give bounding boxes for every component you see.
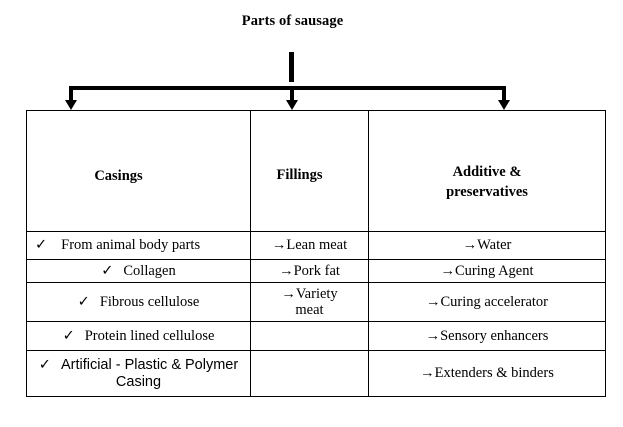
table-row: ✓Collagen →Pork fat →Curing Agent (26, 259, 606, 283)
cell-casings-4-text: Protein lined cellulose (84, 327, 215, 344)
cell-fillings-1: →Lean meat (250, 231, 369, 260)
cell-casings-5-line1: Artificial - Plastic & Polymer (60, 357, 239, 374)
page-title-text: Parts of sausage (241, 13, 344, 29)
check-icon: ✓ (35, 237, 48, 254)
cell-fillings-3: →Variety meat (250, 282, 369, 322)
parts-table: Casings Fillings Additive & preservative… (26, 110, 606, 397)
column-header-casings-label: Casings (94, 167, 143, 184)
cell-additive-5-text: Extenders & binders (434, 365, 554, 382)
check-icon: ✓ (62, 327, 75, 344)
column-header-fillings: Fillings (250, 110, 369, 232)
column-header-additive-line1: Additive & (452, 164, 522, 181)
page-title: Parts of sausage (0, 13, 623, 30)
cell-fillings-4 (250, 321, 369, 351)
table-row: ✓ Protein lined cellulose →Sensory enhanc… (26, 321, 606, 351)
cell-casings-4: ✓ Protein lined cellulose (26, 321, 251, 351)
table-row: ✓ Artificial - Plastic & Polymer Casing →… (26, 350, 606, 397)
arrow-icon: → (281, 285, 296, 302)
arrow-icon: → (425, 327, 441, 344)
cell-additive-2-text: Curing Agent (454, 262, 534, 279)
cell-casings-2-text: Collagen (123, 262, 176, 279)
cell-casings-1-text: From animal body parts (61, 237, 201, 254)
arrow-icon: → (440, 262, 455, 279)
cell-casings-5-line2: Casing (115, 373, 162, 390)
connector-drop-fillings (290, 86, 294, 102)
cell-fillings-2-text: Pork fat (293, 262, 340, 279)
cell-casings-1: ✓ From animal body parts (26, 231, 251, 260)
cell-fillings-3-line2: meat (295, 302, 324, 318)
cell-additive-1: →Water (368, 231, 606, 260)
arrow-icon: → (462, 237, 478, 254)
down-arrow-icon-additive (498, 100, 510, 110)
cell-additive-1-text: Water (477, 237, 512, 254)
check-icon: ✓ (101, 262, 114, 279)
table-row: ✓From animal body parts →Lean meat →Wate… (26, 231, 606, 260)
column-header-additive-label: Additive & preservatives (373, 139, 601, 202)
cell-casings-3-text: Fibrous cellulose (99, 293, 200, 310)
down-arrow-icon-casings (65, 100, 77, 110)
cell-additive-4: →Sensory enhancers (368, 321, 606, 351)
check-icon: ✓ (77, 293, 90, 310)
arrow-icon: → (420, 365, 435, 382)
cell-fillings-2: →Pork fat (250, 259, 369, 283)
connector-drop-additive (502, 86, 506, 102)
cell-casings-3: ✓ Fibrous cellulose (26, 282, 251, 322)
cell-additive-5: →Extenders & binders (368, 350, 606, 397)
arrow-icon: → (271, 237, 287, 254)
cell-casings-2: ✓ Collagen (26, 259, 251, 283)
connector-drop-casings (69, 86, 73, 102)
cell-casings-5: ✓ Artificial - Plastic & Polymer Casing (26, 350, 251, 397)
parts-table-wrapper: Casings Fillings Additive & preservative… (26, 110, 606, 397)
cell-fillings-1-text: Lean meat (286, 237, 348, 254)
cell-additive-3: →Curing accelerator (368, 282, 606, 322)
check-icon: ✓ (38, 357, 51, 374)
connector-horizontal-bus (69, 86, 506, 90)
column-header-additive-line2: preservatives (446, 184, 528, 200)
cell-additive-2: →Curing Agent (368, 259, 606, 283)
column-header-fillings-label: Fillings (276, 167, 323, 184)
cell-fillings-5 (250, 350, 369, 397)
down-arrow-icon-fillings (286, 100, 298, 110)
connector-stem (289, 52, 294, 82)
arrow-icon: → (426, 293, 441, 310)
cell-fillings-3-line1: Variety (295, 285, 338, 302)
cell-additive-4-text: Sensory enhancers (440, 327, 549, 344)
arrow-icon: → (279, 262, 294, 279)
table-header-row: Casings Fillings Additive & preservative… (26, 110, 606, 232)
cell-additive-3-text: Curing accelerator (440, 293, 548, 310)
table-row: ✓Fibrous cellulose →Variety meat →Curing… (26, 282, 606, 322)
column-header-casings: Casings (26, 110, 251, 232)
column-header-additive: Additive & preservatives (368, 110, 606, 232)
